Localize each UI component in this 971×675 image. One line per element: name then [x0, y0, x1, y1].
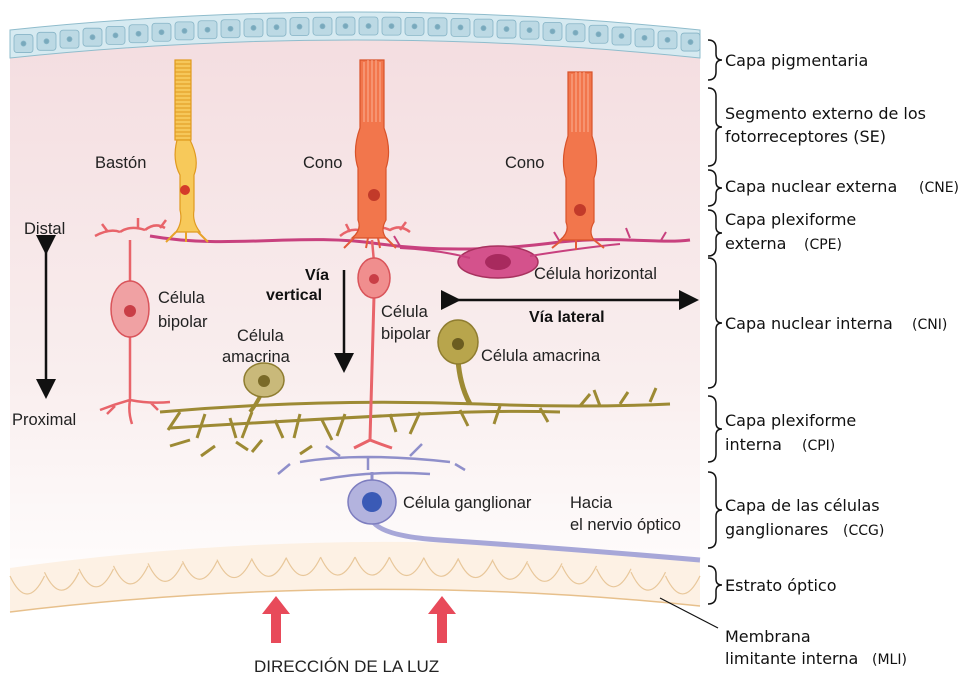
brace-outer-segment [708, 88, 722, 166]
pigment-cell-nucleus [136, 31, 141, 36]
cone-label-1: Cono [303, 154, 342, 172]
layer-gcl-abbr: (CCG) [843, 523, 884, 539]
pigment-cell-nucleus [665, 37, 670, 42]
pigment-cell-nucleus [412, 24, 417, 29]
rod-label: Bastón [95, 154, 146, 172]
brace-ipl [708, 396, 722, 462]
layer-gcl-label-2: ganglionares [725, 520, 828, 539]
pigment-cell-nucleus [688, 40, 693, 45]
bipolar-center-label-1: Célula [381, 303, 429, 321]
bipolar-center-label-2: bipolar [381, 325, 431, 343]
pigment-cell-nucleus [228, 26, 233, 31]
layer-inl-abbr: (CNI) [912, 317, 947, 333]
layer-outer-segment-label-1: Segmento externo de los [725, 104, 926, 123]
vertical-pathway-label-2: vertical [266, 287, 322, 304]
pigment-cell-nucleus [251, 25, 256, 30]
brace-gcl [708, 472, 722, 548]
layer-onl-label: Capa nuclear externa [725, 177, 897, 196]
layer-ilm-label-1: Membrana [725, 627, 811, 646]
brace-optic-layer [708, 566, 722, 604]
pigment-cell-nucleus [343, 24, 348, 29]
horizontal-cell-label: Célula horizontal [534, 265, 657, 283]
pigment-cell-nucleus [366, 24, 371, 29]
light-arrow-right [428, 596, 456, 643]
brace-onl [708, 170, 722, 206]
pigment-cell-nucleus [504, 27, 509, 32]
layer-inl-label: Capa nuclear interna [725, 314, 893, 333]
layer-ipl-label-2: interna [725, 435, 782, 454]
pigment-cell-nucleus [527, 28, 532, 33]
layer-ipl-abbr: (CPI) [802, 438, 835, 454]
distal-label: Distal [24, 220, 65, 238]
layer-ilm-label-2: limitante interna [725, 649, 858, 668]
layer-ipl-label-1: Capa plexiforme [725, 411, 856, 430]
pigment-cell-nucleus [205, 27, 210, 32]
pigment-cell-nucleus [113, 33, 118, 38]
pigment-cell-nucleus [481, 26, 486, 31]
layer-onl-abbr: (CNE) [919, 180, 959, 196]
pigment-cell-nucleus [297, 24, 302, 29]
pigment-cell-nucleus [619, 33, 624, 38]
layer-opl-label-1: Capa plexiforme [725, 210, 856, 229]
lateral-pathway-label: Vía lateral [529, 309, 605, 326]
pigment-cell-nucleus [67, 37, 72, 42]
brace-opl [708, 210, 722, 256]
pigment-cell-nucleus [458, 25, 463, 30]
pigment-cell-nucleus [642, 35, 647, 40]
pigment-cell-nucleus [21, 41, 26, 46]
pigment-cell-nucleus [44, 39, 49, 44]
light-direction-label: DIRECCIÓN DE LA LUZ [254, 657, 439, 675]
cone-label-2: Cono [505, 154, 544, 172]
layer-pigment-label: Capa pigmentaria [725, 51, 868, 70]
brace-pigment [708, 40, 722, 80]
pigment-cell-nucleus [90, 35, 95, 40]
brace-inl [708, 258, 722, 388]
pigment-cell-nucleus [182, 28, 187, 33]
layer-opl-label-2: externa [725, 234, 786, 253]
pigment-cell-nucleus [159, 30, 164, 35]
pigment-cell-nucleus [389, 24, 394, 29]
amacrine-left-label-1: Célula [237, 327, 285, 345]
layer-optic-label: Estrato óptico [725, 576, 837, 595]
bipolar-left-label-1: Célula [158, 289, 206, 307]
optic-nerve-label-2: el nervio óptico [570, 516, 681, 534]
pigment-cell-nucleus [320, 24, 325, 29]
layer-opl-abbr: (CPE) [804, 237, 842, 253]
pigment-cell-nucleus [573, 30, 578, 35]
optic-nerve-label-1: Hacia [570, 494, 613, 512]
amacrine-left-label-2: amacrina [222, 348, 291, 366]
light-arrow-left [262, 596, 290, 643]
pigment-cell-nucleus [274, 25, 279, 30]
vertical-pathway-label-1: Vía [305, 267, 329, 284]
amacrine-right-label: Célula amacrina [481, 347, 601, 365]
ganglion-cell-label: Célula ganglionar [403, 494, 532, 512]
layer-ilm-abbr: (MLI) [872, 652, 907, 668]
layer-outer-segment-label-2: fotorreceptores (SE) [725, 127, 886, 146]
proximal-label: Proximal [12, 411, 76, 429]
pigment-cell-nucleus [435, 24, 440, 29]
bipolar-left-label-2: bipolar [158, 313, 208, 331]
pigment-cell-nucleus [596, 32, 601, 37]
pigment-cell-nucleus [550, 29, 555, 34]
layer-gcl-label-1: Capa de las células [725, 496, 880, 515]
